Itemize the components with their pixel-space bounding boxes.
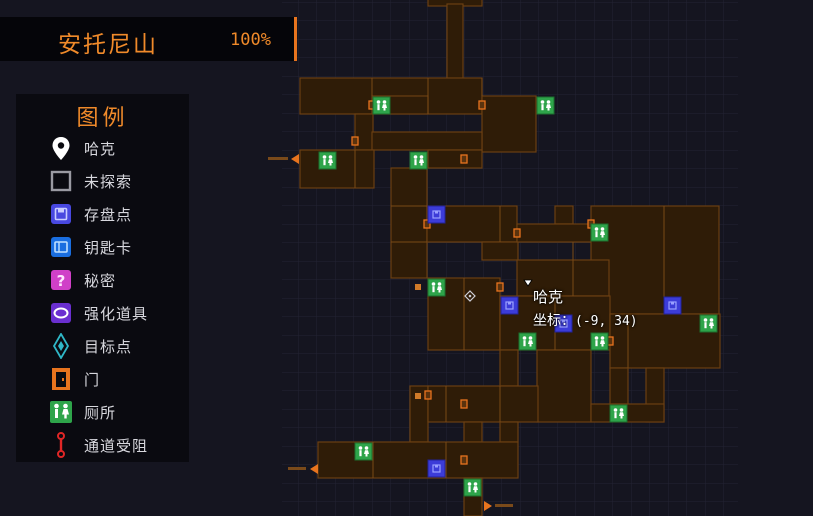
save-point-icon	[427, 459, 446, 478]
keycard-icon	[51, 237, 71, 257]
door-icon	[496, 282, 504, 292]
legend-label: 哈克	[84, 140, 117, 158]
legend-label: 秘密	[84, 272, 117, 290]
exit-arrow-icon	[310, 464, 318, 474]
player-marker	[523, 279, 533, 287]
exit-arrow-icon	[484, 501, 492, 511]
player-name-label: 哈克	[533, 288, 564, 306]
legend-item-door: 门	[48, 366, 188, 392]
legend-item-upgrade: 强化道具	[48, 300, 188, 326]
restroom-icon	[372, 96, 391, 115]
door-icon	[415, 393, 421, 399]
legend-label: 强化道具	[84, 305, 149, 323]
area-title: 安托尼山	[58, 32, 158, 58]
restroom-icon	[590, 223, 609, 242]
restroom-icon	[409, 151, 428, 170]
door-icon	[478, 100, 486, 110]
coords-label: 坐标：	[533, 313, 575, 329]
legend-label: 门	[84, 371, 101, 389]
completion-percent: 100%	[230, 30, 271, 50]
pin-icon	[523, 279, 533, 287]
door-icon	[424, 390, 432, 400]
restroom-icon	[50, 401, 72, 423]
legend-item-target: 目标点	[48, 333, 188, 359]
legend-label: 钥匙卡	[84, 239, 133, 257]
door-icon	[460, 154, 468, 164]
area-header: 安托尼山 100%	[0, 17, 297, 61]
legend-item-secret: ? 秘密	[48, 267, 188, 293]
map-exits	[268, 154, 513, 511]
map-small-markers	[415, 284, 476, 399]
door-icon	[460, 399, 468, 409]
map-legend: 图例 哈克 未探索 存盘点 钥匙卡 ? 秘密	[16, 94, 189, 462]
restroom-icon	[518, 332, 537, 351]
restroom-icon	[590, 332, 609, 351]
restroom-icon	[699, 314, 718, 333]
legend-item-save-point: 存盘点	[48, 201, 188, 227]
door-icon	[52, 368, 70, 390]
coords-value: (-9, 34)	[575, 314, 638, 329]
legend-label: 厕所	[84, 404, 117, 422]
blocked-passage-icon	[57, 432, 65, 458]
restroom-icon	[427, 278, 446, 297]
door-icon	[415, 284, 421, 290]
pin-icon	[52, 137, 70, 160]
restroom-icon	[354, 442, 373, 461]
legend-label: 未探索	[84, 173, 133, 191]
target-icon	[52, 333, 70, 359]
legend-label: 存盘点	[84, 206, 133, 224]
door-icon	[351, 136, 359, 146]
room-dividers	[354, 78, 665, 478]
legend-item-blocked: 通道受阻	[48, 432, 188, 458]
legend-item-unexplored: 未探索	[48, 168, 188, 194]
unexplored-icon	[50, 170, 72, 192]
door-icon	[460, 455, 468, 465]
legend-label: 目标点	[84, 338, 133, 356]
door-icon	[513, 228, 521, 238]
restroom-icon	[463, 478, 482, 497]
upgrade-icon	[51, 303, 71, 323]
svg-text:?: ?	[57, 272, 66, 290]
save-point-icon	[500, 296, 519, 315]
legend-label: 通道受阻	[84, 437, 149, 455]
legend-item-hack: 哈克	[48, 135, 188, 161]
save-point-icon	[51, 204, 71, 224]
restroom-icon	[609, 404, 628, 423]
secret-icon: ?	[51, 270, 71, 290]
restroom-icon	[318, 151, 337, 170]
restroom-icon	[536, 96, 555, 115]
save-point-icon	[663, 296, 682, 315]
save-point-icon	[427, 205, 446, 224]
legend-item-restroom: 厕所	[48, 399, 188, 425]
player-coordinates: 坐标：(-9, 34)	[533, 310, 638, 330]
legend-item-keycard: 钥匙卡	[48, 234, 188, 260]
legend-title: 图例	[76, 106, 129, 131]
exit-arrow-icon	[291, 154, 299, 164]
target-icon	[464, 290, 476, 302]
